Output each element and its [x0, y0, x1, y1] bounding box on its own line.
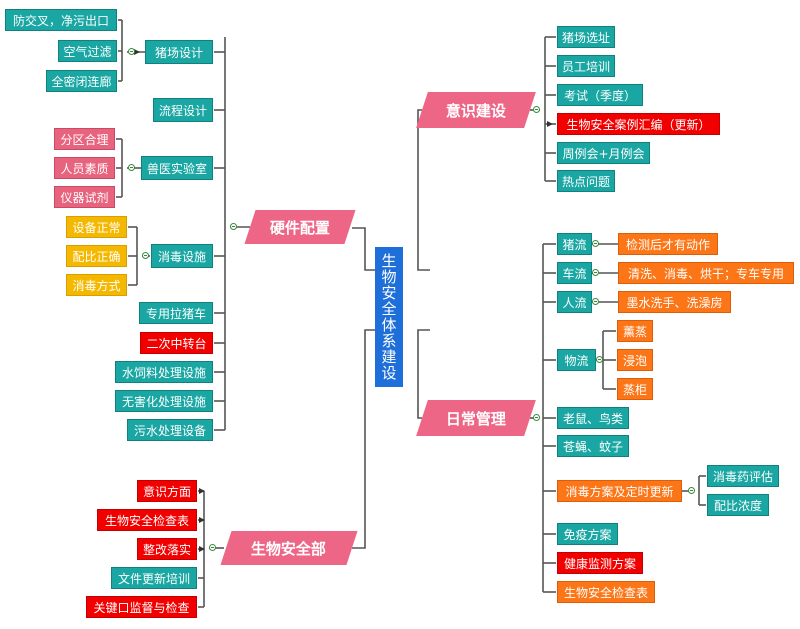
topic-harmless-treatment[interactable]: 无害化处理设施 — [115, 390, 213, 412]
branch-daily[interactable]: 日常管理 — [416, 400, 536, 436]
topic-sewage[interactable]: 污水处理设备 — [127, 419, 213, 441]
topic-pig-flow-detail[interactable]: 检测后才有动作 — [618, 233, 718, 255]
topic-checklist[interactable]: 生物安全检查表 — [97, 509, 197, 531]
topic-water-feed[interactable]: 水饲料处理设施 — [115, 361, 213, 383]
topic-material-flow[interactable]: 物流 — [557, 349, 596, 371]
collapse-toggle[interactable] — [592, 269, 599, 276]
topic-case-compilation[interactable]: 生物安全案例汇编（更新） — [557, 113, 720, 135]
topic-anti-cross[interactable]: 防交叉，净污出口 — [5, 9, 117, 31]
topic-pig-truck[interactable]: 专用拉猪车 — [139, 302, 213, 324]
topic-steam-cabinet[interactable]: 蒸柜 — [617, 378, 653, 400]
topic-site-selection[interactable]: 猪场选址 — [557, 26, 615, 48]
branch-biosecurity-dept[interactable]: 生物安全部 — [220, 531, 358, 565]
collapse-toggle[interactable] — [230, 223, 237, 230]
topic-air-filter[interactable]: 空气过滤 — [58, 40, 117, 62]
branch-awareness[interactable]: 意识建设 — [416, 92, 536, 128]
topic-process-design[interactable]: 流程设计 — [153, 98, 213, 122]
topic-ratio-correct[interactable]: 配比正确 — [66, 245, 127, 267]
topic-vet-lab[interactable]: 兽医实验室 — [141, 156, 213, 180]
topic-awareness-aspect[interactable]: 意识方面 — [137, 480, 197, 502]
topic-staff-quality[interactable]: 人员素质 — [54, 157, 115, 179]
topic-staff-training[interactable]: 员工培训 — [557, 55, 615, 77]
collapse-toggle[interactable] — [209, 544, 216, 551]
topic-transfer-station[interactable]: 二次中转台 — [140, 332, 213, 354]
topic-disinfection-facilities[interactable]: 消毒设施 — [151, 244, 213, 268]
collapse-toggle[interactable] — [533, 106, 540, 113]
topic-instruments[interactable]: 仪器试剂 — [54, 186, 115, 208]
topic-zoning[interactable]: 分区合理 — [54, 128, 115, 150]
topic-pig-flow[interactable]: 猪流 — [557, 233, 592, 255]
topic-rats-birds[interactable]: 老鼠、鸟类 — [557, 407, 629, 429]
topic-immunization[interactable]: 免疫方案 — [557, 523, 618, 545]
branch-label: 意识建设 — [445, 101, 506, 120]
topic-flies-mosquitoes[interactable]: 苍蝇、蚊子 — [557, 435, 629, 457]
collapse-toggle[interactable] — [592, 298, 599, 305]
topic-vehicle-flow-detail[interactable]: 清洗、消毒、烘干；专车专用 — [618, 262, 794, 284]
topic-closed-corridor[interactable]: 全密闭连廊 — [46, 70, 117, 92]
topic-vehicle-flow[interactable]: 车流 — [557, 262, 592, 284]
topic-fumigation[interactable]: 薰蒸 — [617, 320, 653, 342]
collapse-toggle[interactable] — [128, 164, 135, 171]
topic-daily-checklist[interactable]: 生物安全检查表 — [557, 581, 655, 603]
collapse-toggle[interactable] — [688, 487, 695, 494]
topic-doc-training[interactable]: 文件更新培训 — [111, 567, 197, 589]
collapse-toggle[interactable] — [128, 48, 135, 55]
topic-ratio-concentration[interactable]: 配比浓度 — [707, 494, 769, 516]
topic-hot-issues[interactable]: 热点问题 — [557, 170, 615, 192]
topic-exam[interactable]: 考试（季度） — [557, 84, 643, 106]
branch-label: 日常管理 — [445, 409, 506, 428]
topic-key-inspection[interactable]: 关键口监督与检查 — [86, 596, 197, 618]
topic-rectification[interactable]: 整改落实 — [137, 538, 197, 560]
central-topic[interactable]: 生物安全体系建设 — [375, 247, 403, 387]
topic-people-flow-detail[interactable]: 墨水洗手、洗澡房 — [618, 291, 731, 313]
topic-disinfectant-eval[interactable]: 消毒药评估 — [707, 465, 779, 487]
topic-disinfect-plan[interactable]: 消毒方案及定时更新 — [557, 480, 682, 502]
topic-pig-farm-design[interactable]: 猪场设计 — [145, 40, 213, 64]
branch-hardware[interactable]: 硬件配置 — [244, 210, 356, 244]
collapse-toggle[interactable] — [533, 414, 540, 421]
topic-people-flow[interactable]: 人流 — [557, 291, 592, 313]
collapse-toggle[interactable] — [142, 252, 149, 259]
topic-health-monitoring[interactable]: 健康监测方案 — [557, 552, 643, 574]
branch-label: 生物安全部 — [251, 539, 327, 558]
branch-label: 硬件配置 — [269, 218, 330, 237]
topic-soaking[interactable]: 浸泡 — [617, 349, 653, 371]
topic-equipment-ok[interactable]: 设备正常 — [66, 216, 127, 238]
collapse-toggle[interactable] — [596, 356, 603, 363]
topic-disinfect-method[interactable]: 消毒方式 — [66, 274, 127, 296]
topic-meetings[interactable]: 周例会+月例会 — [557, 142, 650, 164]
collapse-toggle[interactable] — [592, 240, 599, 247]
